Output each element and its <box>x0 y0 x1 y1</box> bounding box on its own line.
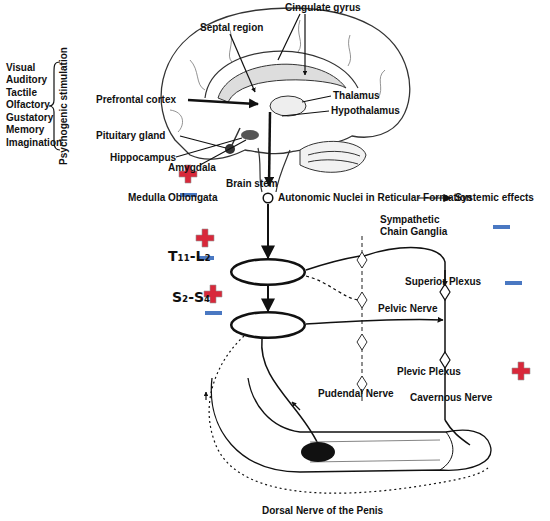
leader-line <box>278 14 305 75</box>
text-label: Visual <box>6 62 35 74</box>
text-label: Cingulate gyrus <box>285 2 361 14</box>
pudendal-arrow <box>292 402 300 410</box>
leader-line <box>176 136 246 165</box>
text-label: Pudendal Nerve <box>318 388 394 400</box>
text-label: Hippocampus <box>110 152 176 164</box>
thick-arrow <box>188 100 258 104</box>
cerebellum <box>300 141 366 172</box>
ellipse-shape <box>231 312 305 338</box>
text-label: Systemic effects <box>455 192 534 204</box>
text-label: Superior Plexus <box>405 276 481 288</box>
node-outline <box>230 311 306 339</box>
dorsal-nerve-arrow <box>205 392 206 400</box>
cavernous-nerve-line <box>445 420 470 445</box>
pelvic-nerve-line <box>306 319 443 324</box>
chain-ganglion <box>357 252 367 392</box>
ellipse-shape <box>231 259 305 285</box>
text-label: Imagination <box>6 137 62 149</box>
node-outline <box>262 192 274 204</box>
text-label: Gustatory <box>6 112 53 124</box>
spinal-segment: T₁₁-L₂ <box>230 258 306 286</box>
node-label: Medulla Oblongata <box>128 192 217 204</box>
descending-arrow <box>269 112 270 186</box>
circle-shape <box>263 193 273 203</box>
text-label: Hypothalamus <box>331 105 400 117</box>
node-label: S₂-S₄ <box>172 289 210 305</box>
text-label: Brain stem <box>226 178 278 190</box>
text-label: Thalamus <box>333 90 380 102</box>
text-label: Dorsal Nerve of the Penis <box>262 505 383 517</box>
node-label: Autonomic Nuclei in Reticular Formation <box>278 192 472 204</box>
leader-line <box>230 34 255 92</box>
text-label: Amygdala <box>168 162 216 174</box>
text-label: Pelvic Nerve <box>378 303 438 315</box>
node-outline <box>230 258 306 286</box>
text-label: Pituitary gland <box>96 130 165 142</box>
bulb-shape <box>301 442 335 462</box>
nerve-line <box>306 276 360 300</box>
spinal-pathway <box>267 204 269 258</box>
cerebrum-outline <box>161 8 410 159</box>
text-label: Psychogenic stimulation <box>58 47 70 165</box>
spinal-segment: S₂-S₄ <box>230 311 306 339</box>
glans-line <box>440 432 453 470</box>
text-label: Tactile <box>6 87 37 99</box>
text-label: Cavernous Nerve <box>410 392 492 404</box>
text-label: Memory <box>6 124 44 136</box>
minus-marker <box>180 193 522 315</box>
plexus-node <box>440 284 450 368</box>
text-label: Plevic Plexus <box>397 366 461 378</box>
text-label: Sympathetic Chain Ganglia <box>380 214 470 238</box>
nucleus-circle: Medulla OblongataAutonomic Nuclei in Ret… <box>262 192 274 204</box>
text-label: Prefrontal cortex <box>96 94 176 106</box>
text-label: Olfactory <box>6 99 50 111</box>
text-label: Septal region <box>200 22 263 34</box>
pudendal-nerve-line <box>262 339 318 444</box>
text-label: Auditory <box>6 74 47 86</box>
thalamus-shape <box>270 96 306 116</box>
hippocampus-shape <box>241 130 259 140</box>
pituitary-shape <box>232 128 240 145</box>
spinal-pathway <box>267 286 269 311</box>
node-label: T₁₁-L₂ <box>168 248 211 264</box>
leader-line <box>282 96 331 116</box>
